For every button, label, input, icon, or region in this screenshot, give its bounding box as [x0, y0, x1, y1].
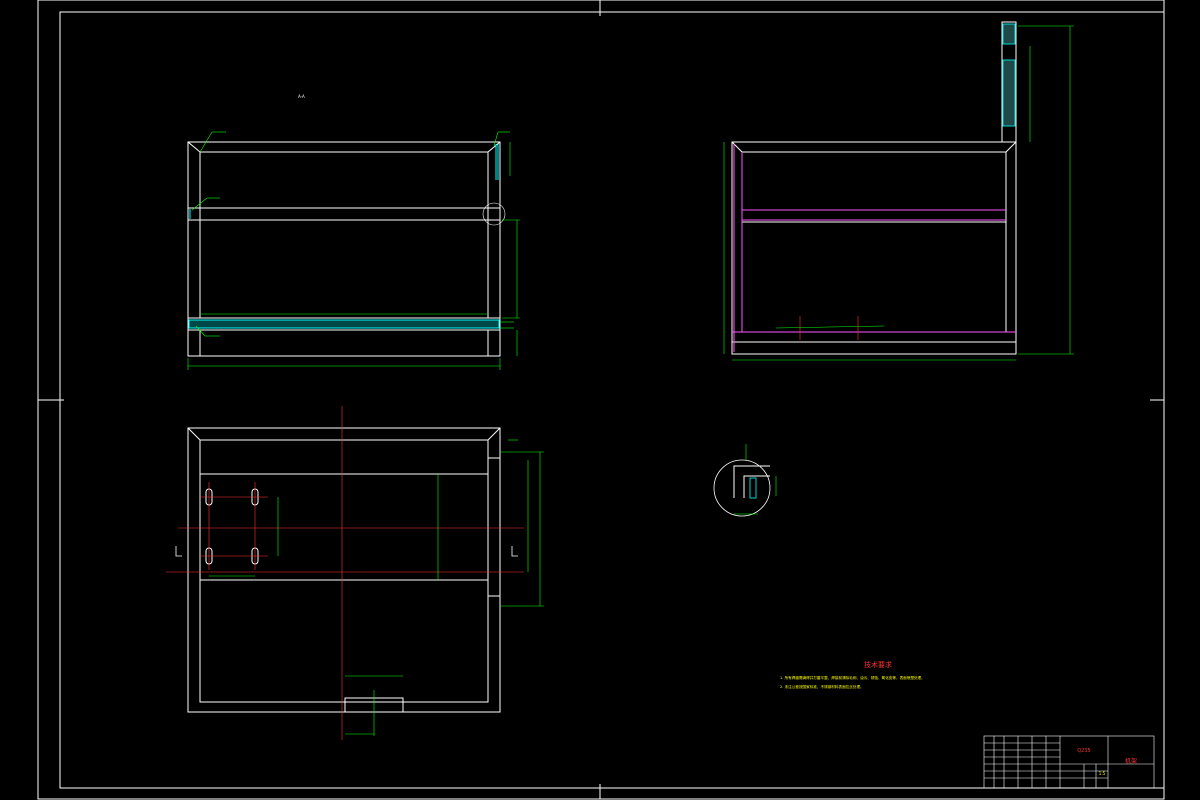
front-view: A-A [187, 94, 520, 370]
title-block-part-name: 机架 [1125, 757, 1137, 765]
sheet-frame [37, 0, 1165, 800]
side-view [723, 21, 1074, 361]
front-view-scale-note: A-A [298, 94, 305, 99]
technical-notes-line-1: 1. 所有焊缝需满焊并打磨平整，焊接前清除毛刺、油污、锈蚀、氧化皮等，表面喷塑处… [780, 675, 925, 680]
technical-notes: 技术要求 1. 所有焊缝需满焊并打磨平整，焊接前清除毛刺、油污、锈蚀、氧化皮等，… [780, 660, 925, 689]
title-block-material: Q235 [1077, 748, 1090, 754]
detail-view [713, 444, 777, 517]
technical-notes-title: 技术要求 [864, 660, 892, 669]
title-block-scale: 1:5 [1099, 771, 1106, 776]
title-block: 机架 Q235 1:5 [983, 735, 1155, 789]
top-view [166, 406, 544, 740]
technical-notes-line-2: 2. 未注公差按国家标准，不锈钢材料表面拉丝处理。 [780, 684, 864, 689]
